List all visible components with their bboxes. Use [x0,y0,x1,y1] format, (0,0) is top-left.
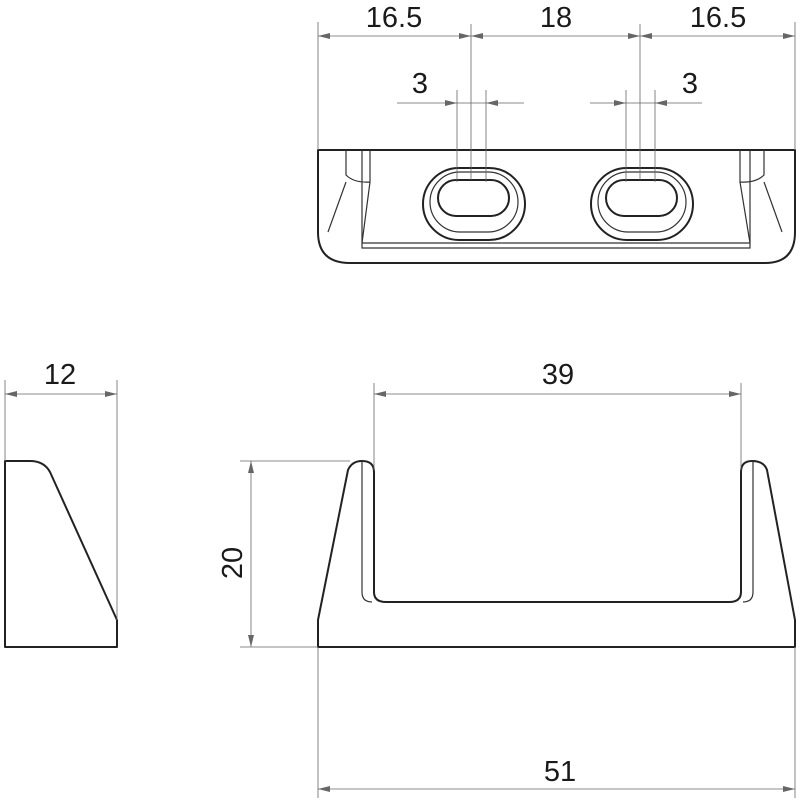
dim-label-overall-width: 51 [544,756,576,788]
top-view-left-end-detail [327,150,371,244]
top-view-right-end-detail [739,150,783,244]
front-view: 39 20 51 [217,359,796,798]
dim-label-inner-width: 39 [542,359,574,391]
side-view-outline [4,460,118,648]
dim-label-slot-right: 3 [682,68,698,100]
front-view-inner-edge [361,461,754,603]
dim-label-top-middle: 18 [540,2,572,34]
top-view-inner-rail [361,150,751,249]
front-view-outline [317,460,796,648]
right-mounting-slot [590,167,694,241]
side-view: 12 [4,359,118,648]
top-view: 16.5 18 16.5 3 3 [317,2,796,264]
top-view-outline [317,149,796,264]
left-mounting-slot [422,167,526,241]
dim-label-top-right: 16.5 [690,2,746,34]
dim-label-height: 20 [217,547,249,579]
dim-label-top-left: 16.5 [366,2,422,34]
top-view-extension-lines [317,22,796,182]
dim-label-slot-left: 3 [412,68,428,100]
dim-label-side-depth: 12 [44,359,76,391]
